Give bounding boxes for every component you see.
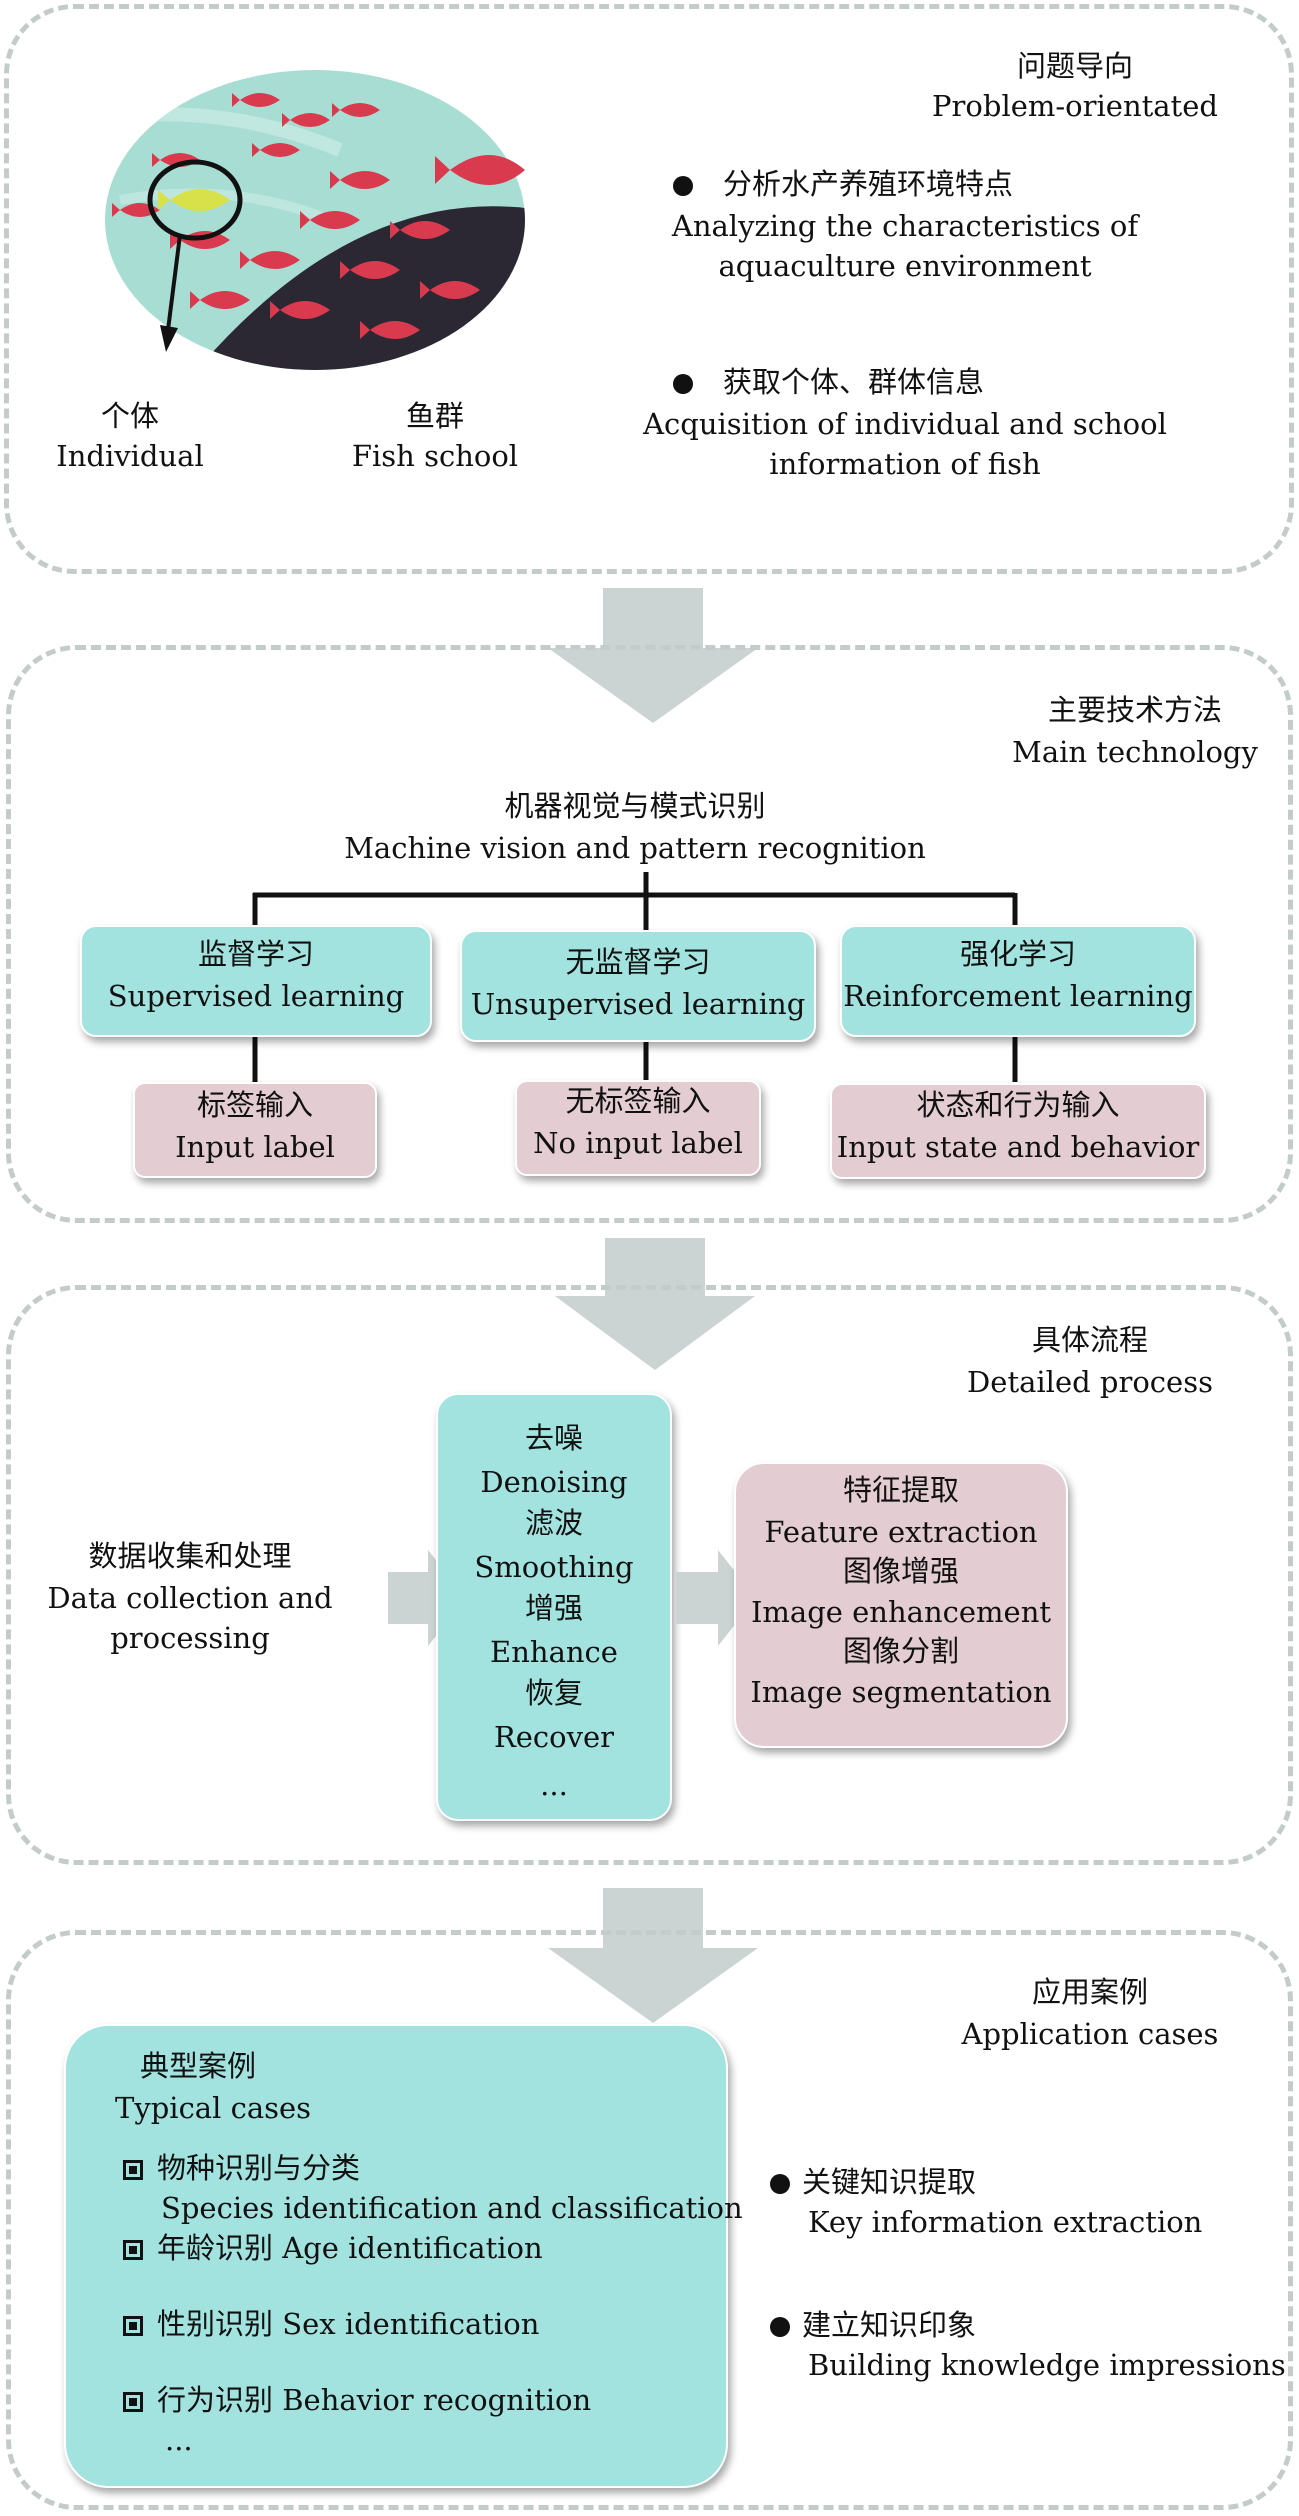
input-state-behavior-box — [830, 1083, 1206, 1179]
input-label-en: Input label — [175, 1130, 335, 1164]
feature-extraction-cn: 特征提取 — [842, 1473, 959, 1507]
preprocess-smooth-cn: 滤波 — [524, 1506, 583, 1540]
bullet-icon — [770, 2174, 790, 2194]
typical-cases-title-cn: 典型案例 — [140, 2049, 257, 2083]
section-detailed-process — [6, 1285, 1293, 1865]
school-label-cn: 鱼群 — [405, 399, 464, 433]
down-arrow-icon — [548, 588, 758, 723]
data-collection-en2: processing — [110, 1621, 270, 1655]
fish-school-illustration — [105, 70, 525, 370]
root-label-en: Machine vision and pattern recognition — [344, 831, 926, 865]
no-input-label-box — [515, 1080, 761, 1176]
section-problem-orientated — [4, 4, 1294, 574]
root-label-cn: 机器视觉与模式识别 — [504, 789, 766, 823]
branch-supervised-cn: 监督学习 — [197, 937, 314, 971]
bullet-icon — [673, 176, 693, 196]
preprocess-denoise-cn: 去噪 — [524, 1421, 583, 1455]
section1-title-cn: 问题导向 — [1016, 49, 1133, 83]
bullet-knowledge: 建立知识印象 — [770, 2305, 976, 2345]
section2-title-cn: 主要技术方法 — [1047, 693, 1222, 727]
preprocessing-box — [436, 1393, 672, 1821]
section1-title-en: Problem-orientated — [932, 89, 1218, 123]
preprocess-more: ... — [540, 1768, 568, 1802]
bullet-analyze: 分析水产养殖环境特点 — [673, 164, 1013, 204]
preprocess-recover-en: Recover — [493, 1720, 615, 1754]
section4-title-cn: 应用案例 — [1031, 1975, 1148, 2009]
typical-cases-box — [64, 2024, 728, 2488]
data-collection-en1: Data collection and — [47, 1581, 333, 1615]
branch-reinforcement — [840, 925, 1196, 1037]
case-sex: 性别识别 Sex identification — [123, 2304, 539, 2344]
input-state-behavior-en: Input state and behavior — [836, 1130, 1200, 1164]
cases-more: ... — [165, 2423, 193, 2457]
preprocess-recover-cn: 恢复 — [524, 1676, 583, 1710]
section2-title-en: Main technology — [1012, 735, 1258, 769]
feature-extraction-en: Feature extraction — [764, 1515, 1038, 1549]
no-input-label-cn: 无标签输入 — [565, 1084, 711, 1118]
checkbox-square-icon — [123, 2160, 143, 2180]
preprocess-denoise-en: Denoising — [480, 1465, 628, 1499]
image-segmentation-en: Image segmentation — [750, 1675, 1052, 1709]
case-age: 年龄识别 Age identification — [123, 2228, 543, 2268]
down-arrow-icon — [555, 1238, 755, 1370]
checkbox-square-icon — [123, 2240, 143, 2260]
branch-supervised — [80, 925, 432, 1037]
branch-reinforcement-cn: 强化学习 — [959, 937, 1076, 971]
bullet-acquire-en2: information of fish — [769, 447, 1041, 481]
branch-unsupervised-en: Unsupervised learning — [470, 987, 806, 1021]
input-state-behavior-cn: 状态和行为输入 — [916, 1088, 1120, 1122]
preprocess-enhance-en: Enhance — [490, 1635, 618, 1669]
down-arrow-icon — [548, 1888, 758, 2023]
data-collection-cn: 数据收集和处理 — [88, 1539, 292, 1573]
bullet-key-info: 关键知识提取 — [770, 2162, 976, 2202]
checkbox-square-icon — [123, 2316, 143, 2336]
input-label-box — [133, 1082, 377, 1178]
bullet-key-info-en: Key information extraction — [808, 2205, 1203, 2239]
individual-label-cn: 个体 — [100, 399, 159, 433]
bullet-analyze-en2: aquaculture environment — [718, 249, 1092, 283]
school-label-en: Fish school — [351, 439, 519, 473]
preprocess-enhance-cn: 增强 — [524, 1591, 583, 1625]
typical-cases-title-en: Typical cases — [115, 2091, 312, 2125]
bullet-acquire: 获取个体、群体信息 — [673, 362, 984, 402]
section4-title-en: Application cases — [961, 2017, 1219, 2051]
bullet-icon — [673, 374, 693, 394]
case-species-en: Species identification and classificatio… — [161, 2191, 743, 2225]
no-input-label-en: No input label — [533, 1126, 743, 1160]
input-label-cn: 标签输入 — [196, 1088, 313, 1122]
preprocess-smooth-en: Smoothing — [474, 1550, 634, 1584]
individual-label-en: Individual — [56, 439, 204, 473]
bullet-analyze-en1: Analyzing the characteristics of — [671, 209, 1139, 243]
section3-title-cn: 具体流程 — [1031, 1323, 1148, 1357]
image-enhancement-en: Image enhancement — [750, 1595, 1052, 1629]
branch-reinforcement-en: Reinforcement learning — [843, 979, 1193, 1013]
bullet-knowledge-en: Building knowledge impressions — [808, 2348, 1286, 2382]
branch-unsupervised — [460, 930, 816, 1042]
case-behavior: 行为识别 Behavior recognition — [123, 2380, 591, 2420]
bullet-acquire-en1: Acquisition of individual and school — [643, 407, 1167, 441]
section-main-technology — [6, 645, 1293, 1223]
branch-supervised-en: Supervised learning — [107, 979, 405, 1013]
bullet-icon — [770, 2317, 790, 2337]
image-segmentation-cn: 图像分割 — [842, 1634, 959, 1668]
section3-title-en: Detailed process — [967, 1365, 1213, 1399]
image-enhancement-cn: 图像增强 — [842, 1554, 959, 1588]
feature-box — [734, 1462, 1068, 1748]
branch-unsupervised-cn: 无监督学习 — [565, 945, 711, 979]
checkbox-square-icon — [123, 2392, 143, 2412]
section-application-cases — [6, 1930, 1293, 2510]
case-species: 物种识别与分类 — [123, 2148, 360, 2188]
